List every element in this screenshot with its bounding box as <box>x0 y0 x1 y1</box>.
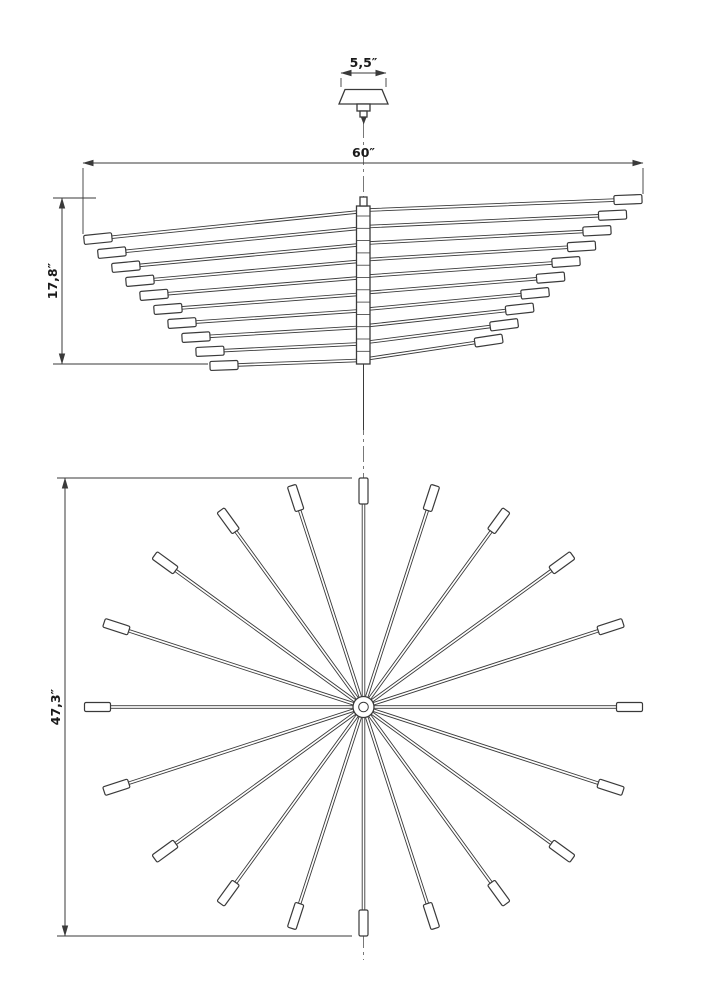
plan-arm-socket <box>487 879 511 907</box>
center-hub <box>352 695 375 719</box>
plan-arm-rod <box>368 714 493 885</box>
side-arm-left-socket <box>209 359 239 372</box>
plan-arm-socket <box>615 701 644 713</box>
side-arm-right-rod <box>368 198 615 212</box>
plan-arm-rod <box>234 714 359 885</box>
plan-arm-socket <box>596 618 625 636</box>
side-arm-left-socket <box>153 302 183 315</box>
plan-arm-socket <box>422 484 440 513</box>
side-arm-right-rod <box>368 324 491 344</box>
canopy-width-label: 5,5″ <box>350 55 378 70</box>
plan-arm-rod <box>174 568 357 703</box>
side-arm-left-socket <box>167 317 197 329</box>
plan-arm-socket <box>287 901 305 930</box>
plan-arm-socket <box>358 909 369 937</box>
side-arm-left-socket <box>195 345 225 358</box>
side-arm-right-socket <box>582 225 612 237</box>
plan-arm-socket <box>216 879 240 907</box>
side-arm-left-socket <box>111 260 141 273</box>
side-arm-right-socket <box>597 209 628 221</box>
side-arm-right-rod <box>368 308 507 328</box>
side-arm-right-socket <box>551 256 581 268</box>
side-arm-right-socket <box>535 271 566 284</box>
plan-arm-rod <box>372 708 600 786</box>
plan-arm-rod <box>361 717 366 911</box>
side-arm-left-rod <box>223 342 358 353</box>
fixture-width-label: 60″ <box>352 145 375 160</box>
side-arm-right-socket <box>504 302 535 316</box>
plan-arm-rod <box>127 708 355 786</box>
side-arm-left-rod <box>237 358 358 367</box>
plan-arm-socket <box>151 839 179 863</box>
side-arm-left-rod <box>167 276 358 296</box>
canopy-stem <box>356 103 371 112</box>
plan-arm-rod <box>110 705 354 709</box>
plan-arm-socket <box>102 618 131 636</box>
plan-arm-socket <box>102 778 131 796</box>
side-arm-right-socket <box>489 318 519 332</box>
side-arm-left-socket <box>139 288 169 301</box>
side-elevation-view: 60″ 17,8″ <box>45 145 644 430</box>
plan-arm-rod <box>127 628 355 706</box>
side-arm-right-socket <box>520 287 550 300</box>
plan-arm-socket <box>287 484 305 513</box>
side-arm-right-rod <box>368 245 569 262</box>
side-arm-left-socket <box>97 246 127 259</box>
plan-arm-rod <box>297 716 363 905</box>
side-arm-left-socket <box>83 232 113 245</box>
plan-arm-rod <box>234 529 359 700</box>
side-arm-left-rod <box>195 309 358 324</box>
plan-arm-rod <box>297 509 363 698</box>
center-column <box>355 205 371 365</box>
plan-arm-socket <box>83 701 112 713</box>
side-arm-right-rod <box>368 229 584 245</box>
fixture-height-label: 17,8″ <box>45 262 60 299</box>
side-arm-left-rod <box>181 292 358 310</box>
plan-arm-socket <box>358 477 369 505</box>
plan-arm-socket <box>548 551 576 575</box>
plan-arm-rod <box>370 711 553 846</box>
plan-arm-socket <box>487 507 511 535</box>
plan-arm-rod <box>361 503 366 697</box>
plan-arm-rod <box>373 705 617 709</box>
side-arm-left-socket <box>181 331 211 343</box>
canopy-plate <box>338 88 389 105</box>
side-arm-right-rod <box>368 340 476 361</box>
side-arm-right-socket <box>613 193 643 206</box>
plan-arm-socket <box>548 839 576 863</box>
plan-arm-socket <box>596 778 625 796</box>
plan-arm-rod <box>364 509 430 698</box>
plan-view: 47,3″ <box>48 477 644 937</box>
canopy-nipple <box>359 110 368 118</box>
side-arm-right-rod <box>368 276 538 295</box>
side-arm-right-rod <box>368 292 522 311</box>
fixture-depth-label: 47,3″ <box>48 688 63 725</box>
plan-arm-rod <box>372 628 600 706</box>
center-hub-inner <box>358 701 369 713</box>
side-arm-left-rod <box>153 259 358 282</box>
side-arm-left-rod <box>111 210 358 239</box>
side-arm-right-rod <box>368 214 600 229</box>
side-arm-left-rod <box>209 325 358 339</box>
plan-arm-rod <box>174 711 357 846</box>
plan-arm-socket <box>151 551 179 575</box>
side-arms <box>83 193 643 372</box>
plan-arm-socket <box>216 507 240 535</box>
column-ticks <box>357 215 370 352</box>
column-top-stem <box>359 196 368 207</box>
side-arm-right-socket <box>566 240 597 253</box>
canopy-hook <box>360 117 367 125</box>
plan-arm-socket <box>422 901 440 930</box>
plan-arm-rod <box>368 529 493 700</box>
plan-arms <box>83 477 644 937</box>
canopy-side-view: 5,5″ <box>338 55 389 125</box>
side-arm-left-socket <box>125 274 155 287</box>
side-arm-right-socket <box>473 333 504 348</box>
plan-arm-rod <box>370 568 553 703</box>
side-arm-right-rod <box>368 261 553 278</box>
plan-arm-rod <box>364 716 430 905</box>
